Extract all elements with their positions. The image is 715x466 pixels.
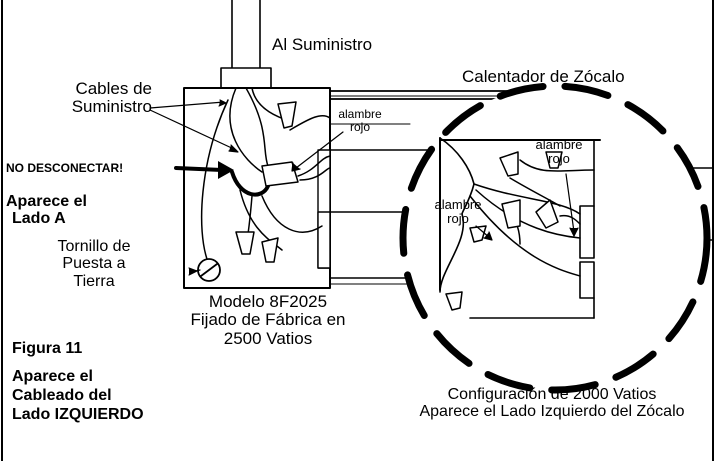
ground-screw-label: Tornillo de Puesta a Tierra <box>38 238 150 290</box>
do-not-disconnect-label: NO DESCONECTAR! <box>6 161 124 175</box>
side-a-label: Aparece el Lado A <box>6 193 87 228</box>
inset-junction-box <box>439 137 601 319</box>
box-wire-nuts <box>235 101 299 263</box>
magnifier-circle <box>399 82 711 394</box>
red-wire-inset-left-line-2: rojo <box>447 211 469 227</box>
model-line-1: Modelo 8F2025 <box>208 292 328 311</box>
config-line-1: Configuración de 2000 Vatios <box>447 386 657 403</box>
inset-wire-nuts <box>445 151 563 311</box>
protected-wire <box>230 170 270 197</box>
red-wire-box-line-2: rojo <box>349 119 370 134</box>
red-wire-inset-right-line-2: rojo <box>548 151 570 167</box>
callout-arrows <box>149 99 344 276</box>
side-a-line-1: Aparece el <box>6 193 87 210</box>
do-not-disconnect-arrow <box>174 161 234 179</box>
red-wire-box-label: alambre rojo <box>330 108 390 134</box>
red-wire-inset-right-label: alambre rojo <box>524 137 594 167</box>
inset-callout-arrows <box>475 173 579 241</box>
red-wire-box-line-1: alambre <box>338 107 382 121</box>
model-line-3: 2500 Vatios <box>223 328 313 348</box>
supply-cables-line-2: Suministro <box>71 97 152 117</box>
figure-caption-line-3: Lado IZQUIERDO <box>12 405 144 423</box>
supply-conduit <box>220 0 272 89</box>
ground-screw-line-2: Puesta a <box>62 255 126 273</box>
ground-screw-line-1: Tornillo de <box>57 238 131 255</box>
supply-cables-label: Cables de Suministro <box>52 79 152 117</box>
supply-cables-line-1: Cables de <box>75 79 152 98</box>
config-line-2: Aparece el Lado Izquierdo del Zócalo <box>419 403 685 421</box>
config-label: Configuración de 2000 Vatios Aparece el … <box>392 386 712 421</box>
figure-caption-line-1: Aparece el <box>12 368 93 385</box>
figure-caption: Aparece el Cableado del Lado IZQUIERDO <box>12 368 144 425</box>
supply-label: Al Suministro <box>272 35 373 54</box>
red-wire-inset-right-line-1: alambre <box>535 137 583 152</box>
model-label: Modelo 8F2025 Fijado de Fábrica en 2500 … <box>178 292 358 348</box>
red-wire-inset-left-label: alambre rojo <box>428 197 488 227</box>
red-wire-inset-left-line-1: alambre <box>434 197 482 212</box>
junction-box <box>183 87 331 289</box>
figure-number: Figura 11 <box>12 340 83 357</box>
side-a-line-2: Lado A <box>12 210 66 228</box>
ground-screw <box>197 258 221 282</box>
ground-screw-line-3: Tierra <box>73 272 115 290</box>
model-line-2: Fijado de Fábrica en <box>190 310 346 330</box>
figure-caption-line-2: Cableado del <box>12 386 112 404</box>
heater-label: Calentador de Zócalo <box>462 67 625 86</box>
